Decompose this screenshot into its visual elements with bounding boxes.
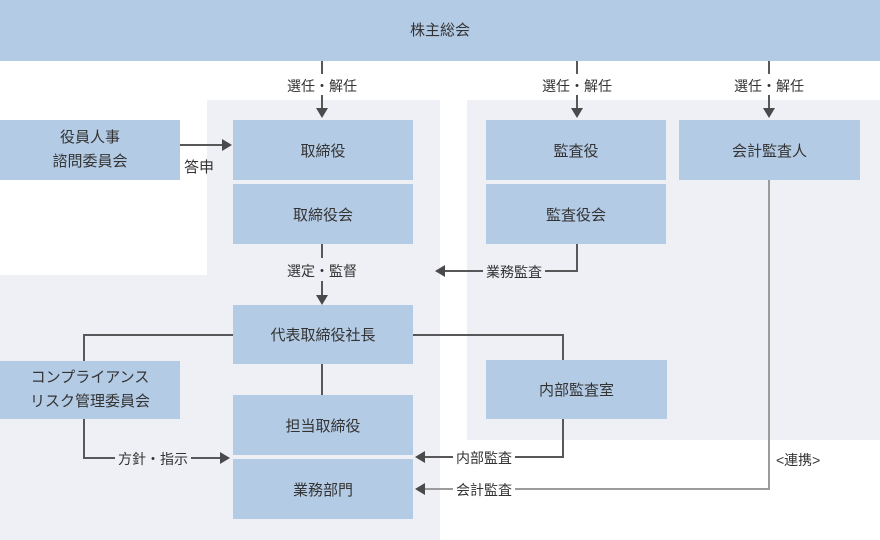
node-board-of-directors: 取締役会 — [233, 184, 413, 244]
node-board-of-auditors: 監査役会 — [486, 184, 666, 244]
arrowhead-right-policy-instruction-icon — [220, 452, 230, 464]
board-of-directors-label: 取締役会 — [292, 206, 353, 224]
arrowhead-down-accounting-auditor-icon — [763, 108, 775, 118]
edge-label-accounting-audit: 会計監査 — [453, 480, 515, 500]
connector-shareholders-accounting-auditor-top — [768, 61, 770, 74]
advisory-label-line2: 諮問委員会 — [52, 153, 128, 170]
connector-shareholders-directors-bottom — [321, 95, 323, 109]
edge-label-operational-audit: 業務監査 — [483, 262, 545, 282]
compliance-label-line2: リスク管理委員会 — [29, 393, 150, 410]
director-in-charge-label: 担当取締役 — [285, 417, 361, 435]
connector-shareholders-directors-top — [321, 61, 323, 74]
connector-accounting-audit-horizontal — [425, 488, 770, 490]
edge-label-appoint-dismiss-2: 選任・解任 — [542, 78, 612, 94]
node-officer-personnel-advisory-committee: 役員人事 諮問委員会 — [0, 120, 180, 180]
arrowhead-down-president-icon — [316, 295, 328, 305]
shareholders-meeting-label: 株主総会 — [409, 22, 470, 39]
auditors-label: 監査役 — [553, 142, 599, 160]
edge-label-appoint-dismiss-1: 選任・解任 — [287, 78, 357, 94]
accounting-auditor-label: 会計監査人 — [731, 142, 807, 160]
arrowhead-left-internal-audit-icon — [415, 451, 425, 463]
node-internal-audit-office: 内部監査室 — [486, 360, 667, 419]
arrowhead-left-accounting-audit-icon — [415, 483, 425, 495]
arrowhead-right-report-icon — [222, 139, 232, 151]
node-compliance-risk-committee: コンプライアンス リスク管理委員会 — [0, 361, 180, 419]
connector-advisory-directors — [180, 144, 222, 146]
edge-label-report: 答申 — [184, 159, 215, 176]
connector-board-president-top — [321, 244, 323, 258]
edge-label-internal-audit: 内部監査 — [453, 448, 515, 468]
connector-shareholders-auditors-top — [576, 61, 578, 74]
edge-label-select-supervise: 選定・監督 — [287, 263, 357, 279]
node-directors: 取締役 — [233, 120, 413, 180]
connector-collaboration-vertical — [768, 180, 770, 490]
connector-president-director-in-charge — [321, 364, 323, 395]
board-of-auditors-label: 監査役会 — [545, 206, 606, 224]
connector-shareholders-auditors-bottom — [576, 95, 578, 109]
arrowhead-down-auditors-icon — [571, 108, 583, 118]
shareholders-meeting-banner: 株主総会 — [0, 0, 880, 61]
internal-audit-office-label: 内部監査室 — [538, 382, 614, 399]
advisory-label-line1: 役員人事 — [59, 129, 120, 146]
arrowhead-left-operational-audit-icon — [435, 265, 445, 277]
connector-board-of-auditors-down — [576, 244, 578, 272]
connector-shareholders-accounting-auditor-bottom — [768, 95, 770, 109]
node-accounting-auditor: 会計監査人 — [679, 120, 860, 180]
node-auditors: 監査役 — [486, 120, 666, 180]
business-divisions-label: 業務部門 — [292, 481, 353, 499]
edge-label-collaboration: <連携> — [776, 452, 821, 468]
node-business-divisions: 業務部門 — [233, 459, 413, 519]
connector-board-president-bottom — [321, 281, 323, 296]
compliance-label-line1: コンプライアンス — [30, 369, 150, 386]
node-director-in-charge: 担当取締役 — [233, 395, 413, 455]
directors-label: 取締役 — [300, 142, 346, 160]
arrowhead-down-directors-icon — [316, 108, 328, 118]
edge-label-appoint-dismiss-3: 選任・解任 — [734, 78, 804, 94]
edge-label-policy-instruction: 方針・指示 — [115, 449, 191, 469]
node-president: 代表取締役社長 — [233, 305, 413, 364]
connector-internal-audit-vertical — [562, 419, 564, 458]
president-label: 代表取締役社長 — [270, 327, 376, 344]
connector-president-internal-audit-office — [562, 334, 564, 360]
